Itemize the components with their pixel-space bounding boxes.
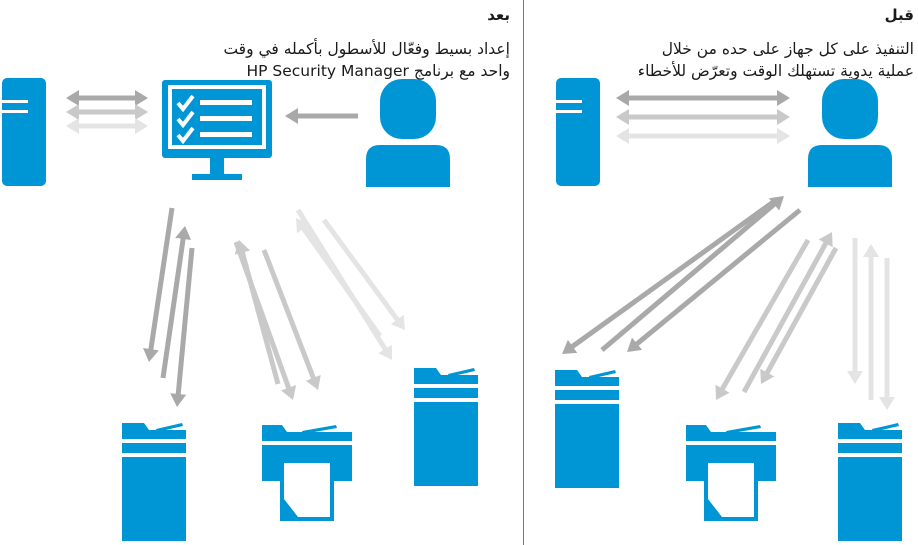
before-heading: قبل [884,6,914,24]
arrow-printer-to-user [741,232,833,394]
arrow-user-to-printer [715,238,811,400]
arrow-bidirectional [616,109,790,125]
after-panel [2,78,478,541]
user-icon [808,79,892,187]
arrow-monitor-to-printer [170,247,195,407]
arrow-bidirectional [66,118,148,134]
before-panel [555,78,902,541]
server-monitor-arrows [66,90,148,134]
before-description-line2: عملية يدوية تستهلك الوقت وتعرّض للأخطاء [637,62,914,80]
monitor-checklist-icon [162,80,272,180]
arrow-printer-to-monitor [296,218,383,338]
arrow-printer-to-user [863,244,879,400]
arrow-user-to-monitor [285,108,358,124]
multifunction-printer-icon [122,423,186,541]
arrow-bidirectional [66,104,148,120]
printer-icon [686,425,776,521]
multifunction-printer-icon [838,423,902,541]
server-icon [556,78,600,186]
after-description-line2: واحد مع برنامج HP Security Manager [246,62,510,80]
arrow-user-to-printer [627,208,802,352]
user-icon [366,79,450,187]
multifunction-printer-icon [414,368,478,486]
arrow-printer-to-user [600,196,784,352]
arrow-monitor-to-printer [321,218,405,330]
arrow-bidirectional [66,90,148,106]
arrow-bidirectional [616,90,790,106]
after-description: إعداد بسيط وفعّال للأسطول بأكمله في وقت … [110,38,510,82]
arrow-monitor-to-printer [261,249,321,390]
arrow-user-to-printer [760,246,839,384]
after-description-line1: إعداد بسيط وفعّال للأسطول بأكمله في وقت [223,40,510,58]
arrow-monitor-to-printer [143,207,175,362]
arrow-user-to-printer [847,238,863,384]
arrow-user-to-printer [879,258,895,410]
arrow-bidirectional [616,128,790,144]
multifunction-printer-icon [555,370,619,488]
arrow-printer-to-monitor [160,226,192,379]
panel-divider [523,0,524,545]
server-icon [2,78,46,186]
arrow-printer-to-monitor [234,240,281,385]
before-description: التنفيذ على كل جهاز على حده من خلال عملي… [534,38,914,82]
printer-icon [262,425,352,521]
after-heading: بعد [487,6,510,24]
arrow-user-to-printer [562,197,778,354]
before-description-line1: التنفيذ على كل جهاز على حده من خلال [661,40,914,58]
